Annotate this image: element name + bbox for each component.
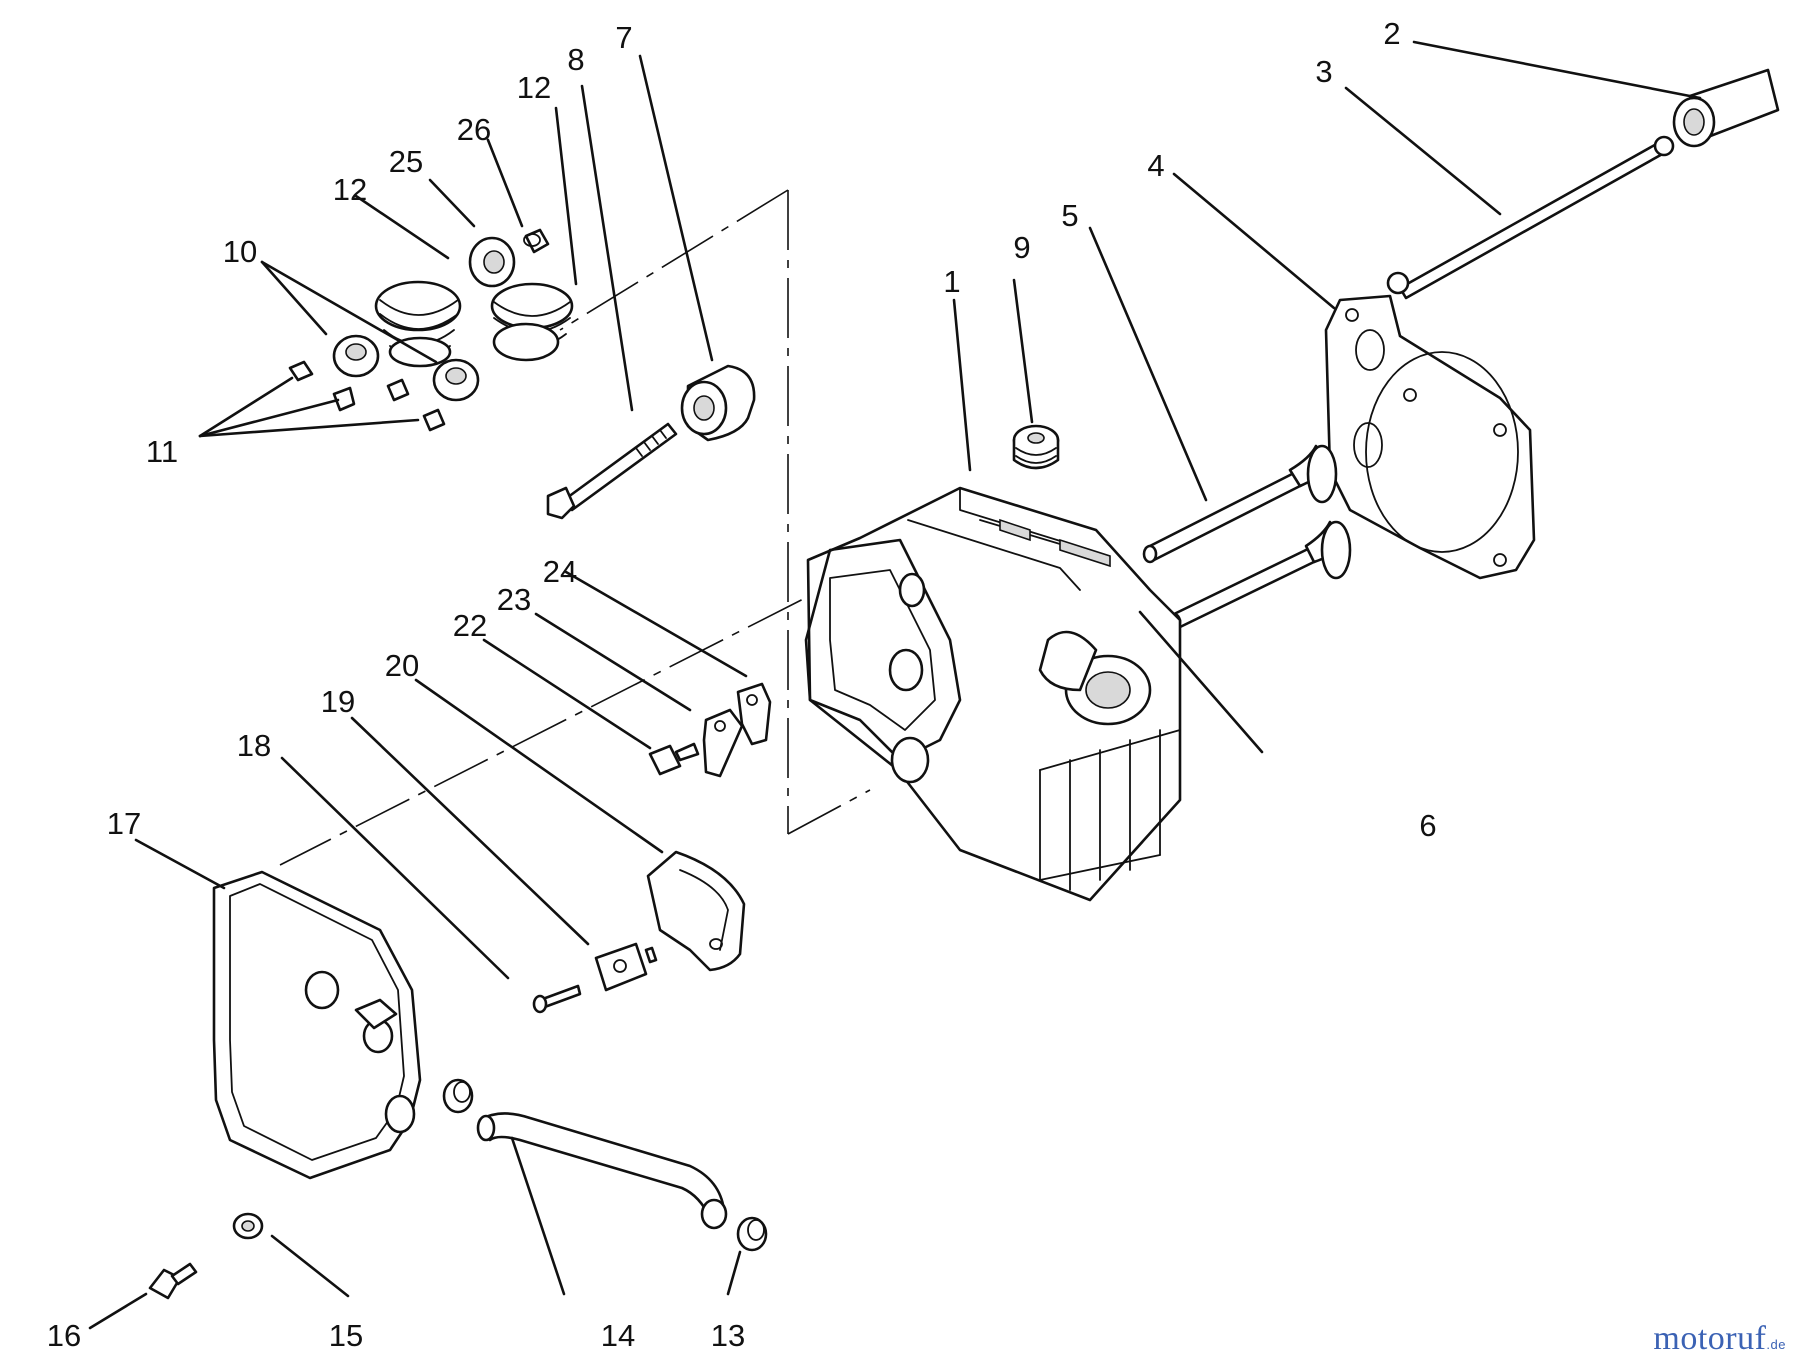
- callout-15: 15: [329, 1318, 363, 1353]
- callout-20: 20: [385, 648, 419, 683]
- callout-18: 18: [237, 728, 271, 763]
- callout-5: 5: [1061, 198, 1078, 233]
- breather-tube-part: [476, 1112, 728, 1230]
- callout-6: 6: [1419, 808, 1436, 843]
- stud-bolt-part: [546, 422, 678, 520]
- breather-screw-part: [532, 984, 582, 1014]
- callout-4: 4: [1147, 148, 1164, 183]
- callout-12-left: 12: [333, 172, 367, 207]
- head-gasket-part: [1324, 294, 1536, 580]
- spacer-part: [680, 364, 756, 442]
- breather-baffle-part: [646, 850, 746, 972]
- hose-clamp-upper-part: [442, 1078, 474, 1114]
- valve-cap-part: [523, 228, 550, 254]
- callout-26: 26: [457, 112, 491, 147]
- callout-17: 17: [107, 806, 141, 841]
- callout-1: 1: [943, 264, 960, 299]
- intake-valve-part: [1142, 444, 1338, 564]
- callout-22: 22: [453, 608, 487, 643]
- callout-14: 14: [601, 1318, 635, 1353]
- valve-cover-part: [212, 870, 422, 1180]
- callout-25: 25: [389, 144, 423, 179]
- callout-19: 19: [321, 684, 355, 719]
- cover-washer-part: [232, 1212, 264, 1240]
- spring-retainer-lower-part: [432, 358, 480, 402]
- breather-plug-part: [1012, 424, 1060, 470]
- spring-washer-part: [468, 236, 516, 288]
- callout-labels: 1 2 3 4 5 6 7 8 9 10 11 12 12 13 14 15 1…: [47, 16, 1437, 1353]
- leader-lines: [88, 40, 1702, 1330]
- callout-11: 11: [146, 434, 178, 469]
- spring-retainer-upper-part: [332, 334, 380, 378]
- callout-8: 8: [567, 42, 584, 77]
- watermark-tld: .de: [1766, 1337, 1786, 1352]
- callout-16: 16: [47, 1318, 81, 1353]
- watermark-logo: motoruf.de: [1653, 1320, 1786, 1358]
- callout-13: 13: [711, 1318, 745, 1353]
- lock-tab-a-part: [702, 708, 744, 778]
- valve-spring-left-part: [374, 280, 462, 368]
- callout-24: 24: [543, 554, 577, 589]
- watermark-brand: motoruf: [1653, 1320, 1767, 1357]
- callout-7: 7: [615, 20, 632, 55]
- callout-3: 3: [1315, 54, 1332, 89]
- valve-spring-right-part: [490, 282, 574, 362]
- cover-bolt-part: [148, 1262, 198, 1300]
- lock-tab-b-part: [736, 682, 772, 746]
- cylinder-head-part: [804, 486, 1182, 902]
- hose-clamp-lower-part: [736, 1216, 768, 1252]
- callout-12-right: 12: [517, 70, 551, 105]
- valve-keepers-part: [288, 360, 446, 432]
- callout-2: 2: [1383, 16, 1400, 51]
- breather-valve-part: [594, 942, 658, 992]
- callout-10: 10: [223, 234, 257, 269]
- tappet-part: [1672, 68, 1780, 148]
- callout-23: 23: [497, 582, 531, 617]
- breather-bolt-part: [648, 742, 700, 776]
- callout-9: 9: [1013, 230, 1030, 265]
- assembly-axis-lines: [279, 189, 881, 866]
- push-rod-part: [1386, 135, 1675, 300]
